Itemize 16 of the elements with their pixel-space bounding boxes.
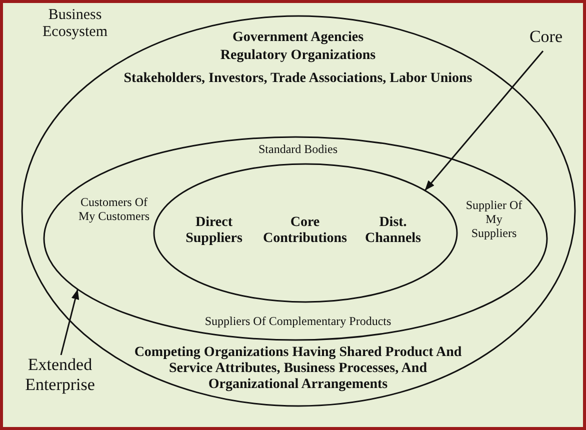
label-text: Customers Of My Customers (77, 196, 150, 224)
arrow (60, 289, 80, 356)
label-text: Regulatory Organizations (219, 48, 377, 64)
group-heading: Business Ecosystem (42, 7, 108, 42)
callout-label: Core (518, 27, 574, 47)
label-text: Standard Bodies (258, 143, 338, 157)
callout-label: Extended Enterprise (17, 355, 103, 394)
label-text: Direct Suppliers (184, 215, 244, 248)
label-text: Stakeholders, Investors, Trade Associations, Labor Unions (122, 71, 474, 88)
label-text: Dist. Channels (364, 215, 422, 248)
label-text: Supplier Of My Suppliers (464, 199, 524, 240)
label-text: Core Contributions (262, 215, 348, 248)
arrow (424, 50, 544, 191)
label-text: Suppliers Of Complementary Products (204, 315, 392, 329)
label-text: Competing Organizations Having Shared Product And Service Attributes, Business Processes, And Organizational Arrangements (133, 345, 463, 394)
label-text: Government Agencies (231, 30, 365, 46)
